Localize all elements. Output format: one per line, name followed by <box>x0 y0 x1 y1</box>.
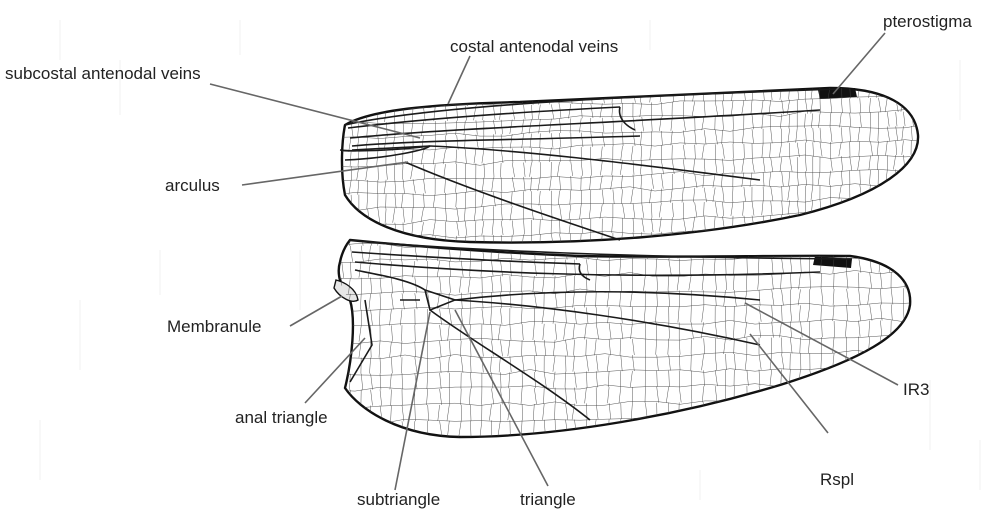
label-ir3: IR3 <box>903 380 929 399</box>
hindwing <box>328 222 931 454</box>
leader-costal-antenodal <box>448 56 470 104</box>
label-subcostal-antenodal-veins: subcostal antenodal veins <box>5 64 201 83</box>
label-arculus: arculus <box>165 176 220 195</box>
label-anal-triangle: anal triangle <box>235 408 328 427</box>
forewing <box>328 67 931 267</box>
leader-membranule <box>290 296 342 326</box>
label-rspl: Rspl <box>820 470 854 489</box>
label-subtriangle: subtriangle <box>357 490 440 509</box>
label-costal-antenodal-veins: costal antenodal veins <box>450 37 618 56</box>
leader-pterostigma <box>833 33 885 94</box>
label-membranule: Membranule <box>167 317 262 336</box>
label-triangle: triangle <box>520 490 576 509</box>
label-pterostigma: pterostigma <box>883 12 972 31</box>
